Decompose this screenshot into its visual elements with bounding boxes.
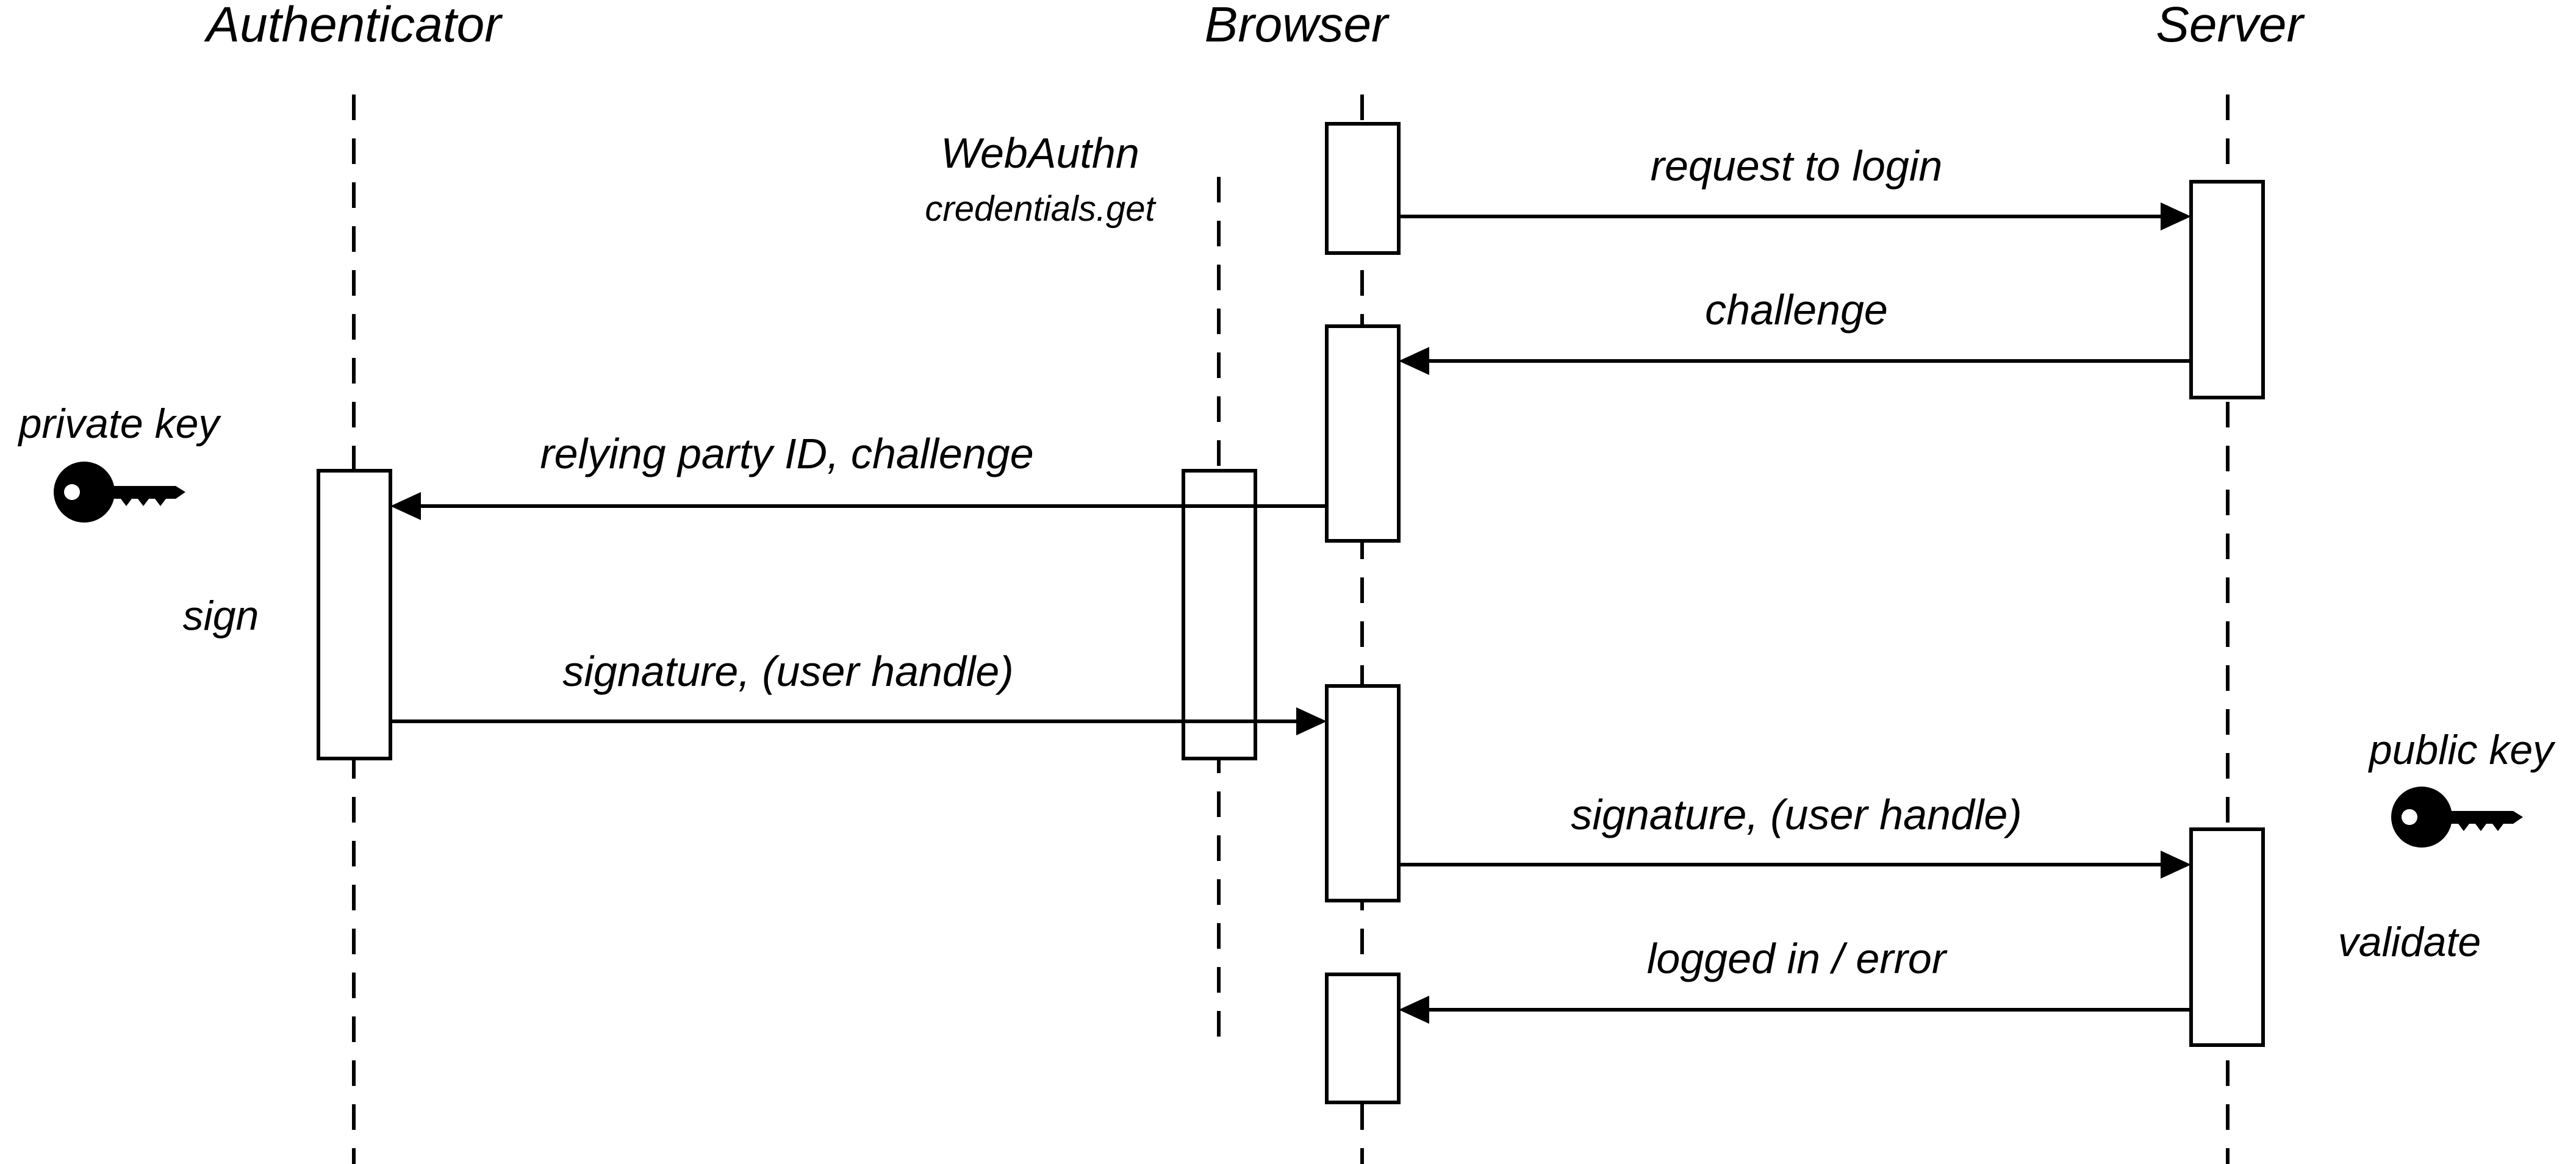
arrowhead-icon (2161, 851, 2191, 879)
webauthn-title: WebAuthn (941, 129, 1139, 177)
private-key-label: private key (18, 401, 222, 447)
private-key-icon (54, 462, 185, 523)
participant-browser: Browser (1205, 0, 1390, 52)
message-label-request-to-login: request to login (1651, 142, 1943, 190)
activation-server-2 (2189, 827, 2265, 1047)
public-key-icon (2391, 787, 2523, 848)
activation-authenticator (317, 469, 392, 760)
participant-authenticator: Authenticator (203, 0, 503, 52)
activation-browser-1 (1325, 122, 1401, 255)
message-label-signature-to-server: signature, (user handle) (1571, 791, 2022, 838)
arrowhead-icon (2161, 202, 2191, 230)
public-key-label: public key (2368, 727, 2556, 773)
message-label-logged-in: logged in / error (1647, 935, 1948, 982)
arrowhead-icon (1399, 347, 1429, 375)
activation-server-1 (2189, 180, 2265, 399)
arrowhead-icon (390, 492, 421, 520)
activation-browser-3 (1325, 684, 1401, 902)
validate-note: validate (2338, 919, 2481, 965)
message-label-challenge: challenge (1705, 286, 1888, 334)
activation-browser-2 (1325, 324, 1401, 543)
message-label-relying-party: relying party ID, challenge (540, 430, 1033, 477)
arrowhead-icon (1296, 707, 1327, 735)
arrowhead-icon (1399, 996, 1429, 1024)
message-label-signature-to-browser: signature, (user handle) (562, 648, 1013, 695)
participant-server: Server (2156, 0, 2305, 52)
sign-note: sign (183, 593, 259, 639)
activation-webauthn (1182, 469, 1257, 760)
activation-browser-4 (1325, 973, 1401, 1104)
webauthn-call: credentials.get (925, 189, 1157, 229)
